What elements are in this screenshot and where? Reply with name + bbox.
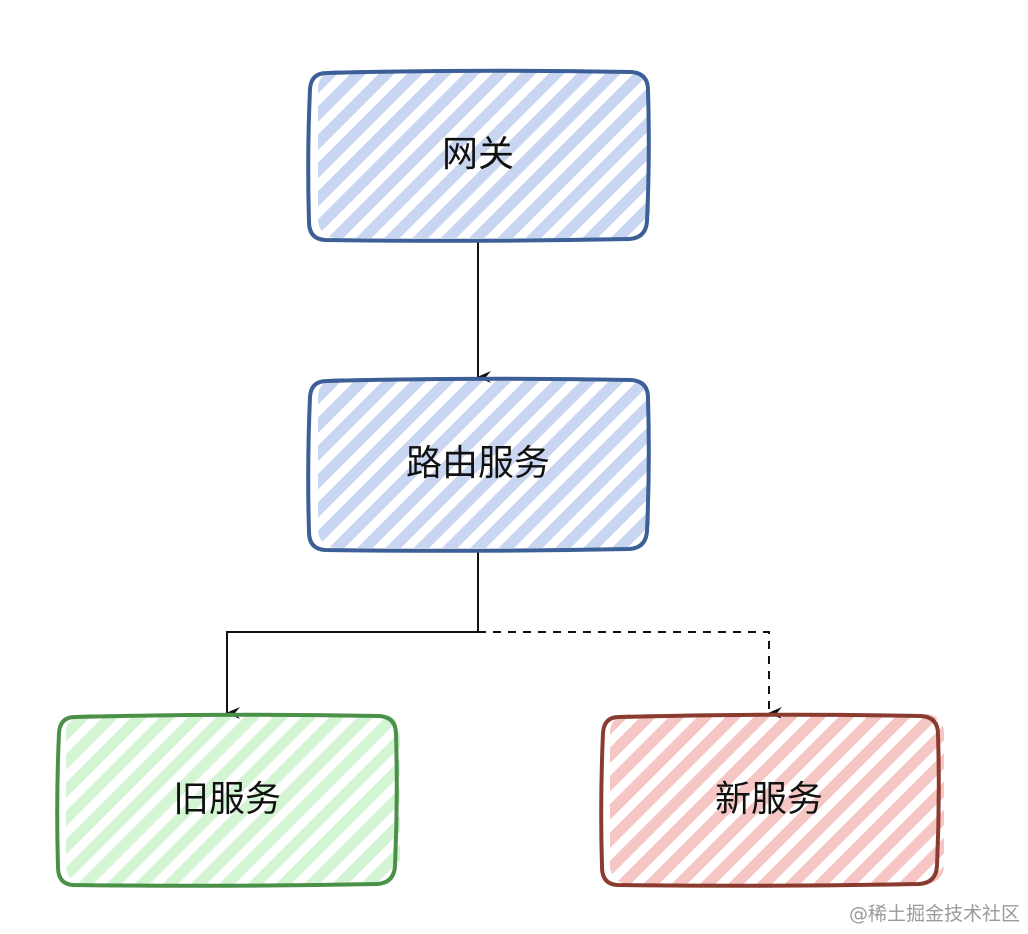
node-old-service-fill <box>66 714 400 884</box>
node-router-service-fill <box>318 378 650 548</box>
node-new-service-border <box>599 712 941 888</box>
node-gateway[interactable]: 网关 <box>306 68 651 243</box>
node-router-service-label: 路由服务 <box>406 443 550 484</box>
edges <box>226 242 782 719</box>
node-old-service[interactable]: 旧服务 <box>55 712 400 888</box>
node-gateway-fill <box>318 70 650 238</box>
node-gateway-border <box>306 68 651 243</box>
node-new-service[interactable]: 新服务 <box>599 712 944 888</box>
node-new-service-label: 新服务 <box>715 779 823 820</box>
edge-router-to-old-service <box>226 631 478 719</box>
node-new-service-fill <box>610 714 944 884</box>
node-old-service-label: 旧服务 <box>173 779 281 820</box>
edge-router-to-new-service <box>478 631 782 719</box>
node-router-service-border <box>306 376 651 553</box>
node-gateway-label: 网关 <box>442 134 514 175</box>
node-router-service[interactable]: 路由服务 <box>306 376 651 553</box>
node-old-service-border <box>55 712 399 888</box>
watermark-text: @稀土掘金技术社区 <box>848 903 1020 925</box>
